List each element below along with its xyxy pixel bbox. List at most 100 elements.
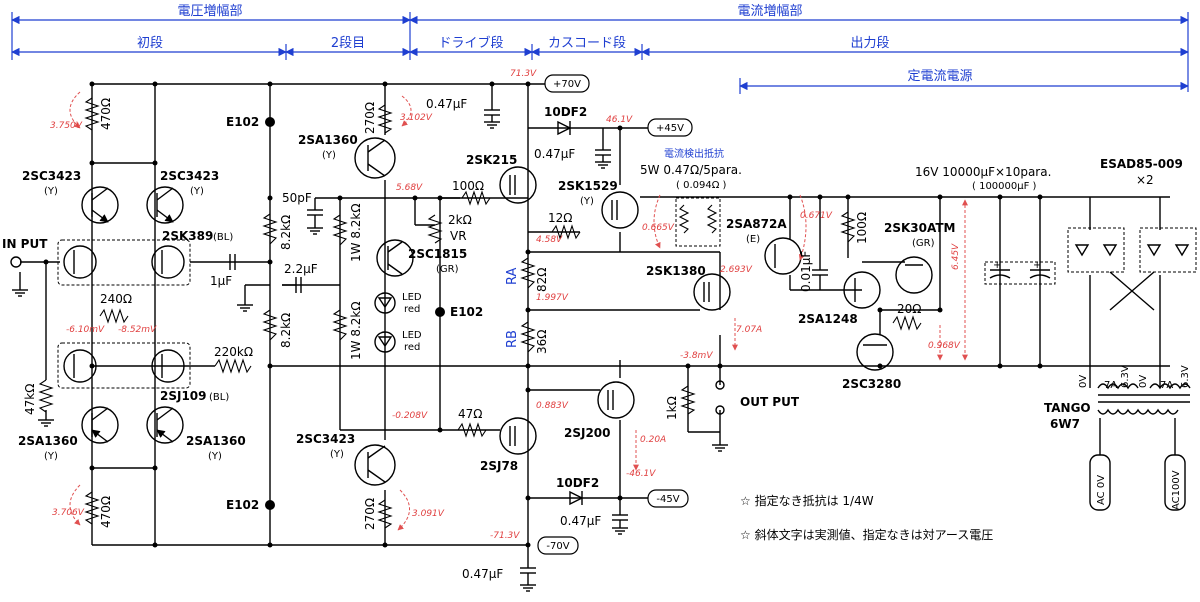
resistors xyxy=(38,97,922,529)
svg-text:+: + xyxy=(1033,260,1041,271)
section-second-stage: 2段目 xyxy=(331,36,365,51)
label-2sk1529: 2SK1529 xyxy=(558,179,618,193)
label-10df2-top: 10DF2 xyxy=(544,105,587,119)
label-tango: TANGO xyxy=(1044,401,1091,415)
value-r1k: 1kΩ xyxy=(665,396,679,420)
label-2sj200: 2SJ200 xyxy=(564,426,611,440)
meas-1997v: 1.997V xyxy=(536,293,569,303)
meas-020a: 0.20A xyxy=(640,435,666,445)
label-tap-0v-r: 0V xyxy=(1138,375,1149,388)
meas-0883v: 0.883V xyxy=(536,401,569,411)
value-c047-m45: 0.47μF xyxy=(560,514,601,528)
section-constant-current: 定電流電源 xyxy=(907,69,972,84)
value-c1u: 1μF xyxy=(210,274,232,288)
label-out-put: OUT PUT xyxy=(740,395,800,409)
value-r47: 47Ω xyxy=(458,407,482,421)
label-2sa1360-bl-rank: (Y) xyxy=(44,451,58,462)
label-cap-bank: 16V 10000μF×10para. xyxy=(915,165,1051,179)
label-tap-63v-l: 6.3V xyxy=(1120,365,1131,388)
label-led-top: LED xyxy=(402,292,422,303)
meas-3102v: 3.102V xyxy=(400,113,433,123)
meas-m0208v: -0.208V xyxy=(392,411,428,421)
e102-top-dot xyxy=(265,117,275,127)
label-2sa872a: 2SA872A xyxy=(726,217,787,231)
section-voltage-amp: 電圧増幅部 xyxy=(177,4,242,19)
label-cap-bank-total: ( 100000μF ) xyxy=(972,181,1037,192)
value-c001: 0.01μF xyxy=(799,251,813,292)
label-in-put: IN PUT xyxy=(2,237,48,251)
meas-3706v: 3.706V xyxy=(52,508,85,518)
svg-text:+: + xyxy=(993,260,1001,271)
meas-568v: 5.68V xyxy=(396,183,423,193)
e102-bot-dot xyxy=(265,500,275,510)
value-r8k2-b: 8.2kΩ xyxy=(279,313,293,348)
note-italic-meaning: ☆ 斜体文字は実測値、指定なきは対アース電圧 xyxy=(740,527,993,542)
label-2sa1248: 2SA1248 xyxy=(798,312,858,326)
value-c2u2: 2.2μF xyxy=(284,262,318,276)
rail-minus-45v: -45V xyxy=(656,494,679,505)
label-e102-mid: E102 xyxy=(450,305,483,319)
label-2sa1360-br: 2SA1360 xyxy=(186,434,246,448)
label-2sa1360-top: 2SA1360 xyxy=(298,133,358,147)
label-2sc3423-left-rank: (Y) xyxy=(44,186,58,197)
section-current-amp: 電流増幅部 xyxy=(737,4,802,19)
rail-plus-70v: +70V xyxy=(553,79,581,90)
value-r36: 36Ω xyxy=(535,330,549,354)
value-r2k-vr: 2kΩ xyxy=(448,213,472,227)
label-tap-7a-l: 7A xyxy=(1104,380,1117,391)
value-r220k: 220kΩ xyxy=(214,345,253,359)
value-r270-bot: 270Ω xyxy=(363,498,377,530)
label-e102-top: E102 xyxy=(226,115,259,129)
value-c047-bot: 0.47μF xyxy=(462,567,503,581)
section-output-stage: 出力段 xyxy=(850,36,889,51)
label-2sc3423-left: 2SC3423 xyxy=(22,169,81,183)
label-2sk30atm: 2SK30ATM xyxy=(884,221,955,235)
measurement-arrows xyxy=(69,91,968,531)
label-2sa872a-rank: (E) xyxy=(746,234,760,245)
label-2sc3423-bot: 2SC3423 xyxy=(296,432,355,446)
note-resistor-default: ☆ 指定なき抵抗は 1/4W xyxy=(740,493,874,508)
meas-645v: 6.45V xyxy=(951,243,961,270)
section-drive-stage: ドライブ段 xyxy=(438,35,503,51)
value-r100b: 100Ω xyxy=(855,212,869,244)
rail-plus-45v: +45V xyxy=(656,123,684,134)
value-ra: RA xyxy=(505,267,520,285)
label-2sa1360-top-rank: (Y) xyxy=(322,150,336,161)
value-rb: RB xyxy=(505,330,520,348)
diodes xyxy=(557,120,1197,506)
output-terminal-bot xyxy=(715,405,725,415)
value-r12: 12Ω xyxy=(548,211,572,225)
value-r270-top: 270Ω xyxy=(363,102,377,134)
value-c50p: 50pF xyxy=(282,191,312,205)
label-2sa1360-br-rank: (Y) xyxy=(208,451,222,462)
junction-dots xyxy=(43,81,1043,548)
label-ac0v: AC 0V xyxy=(1096,475,1107,505)
meas-713v: 71.3V xyxy=(510,69,537,79)
value-r47k: 47kΩ xyxy=(23,384,37,415)
label-2sj78: 2SJ78 xyxy=(480,459,518,473)
section-cascode-stage: カスコード段 xyxy=(548,36,626,51)
ground-symbols xyxy=(12,121,728,592)
label-2sk215: 2SK215 xyxy=(466,153,517,167)
label-2sc1815-rank: (GR) xyxy=(436,264,459,275)
label-2sc3423-right: 2SC3423 xyxy=(160,169,219,183)
label-led-bot: LED xyxy=(402,330,422,341)
transformer xyxy=(1089,366,1191,511)
output-terminal-top xyxy=(715,380,725,390)
label-tap-0v-l: 0V xyxy=(1078,375,1089,388)
label-led-top-color: red xyxy=(404,304,420,315)
label-sense-title: 電流検出抵抗 xyxy=(664,147,724,160)
label-2sk389: 2SK389 xyxy=(162,229,213,243)
value-c047-p45: 0.47μF xyxy=(534,147,575,161)
value-r470-top: 470Ω xyxy=(99,98,113,130)
label-tap-63v-r: 6.3V xyxy=(1180,365,1191,388)
meas-3091v: 3.091V xyxy=(412,509,445,519)
label-2sk30atm-rank: (GR) xyxy=(912,238,935,249)
label-2sc3423-bot-rank: (Y) xyxy=(330,449,344,460)
meas-m852mv: -8.52mV xyxy=(118,325,157,335)
e102-mid-dot xyxy=(435,307,445,317)
label-2sa1360-bl: 2SA1360 xyxy=(18,434,78,448)
label-tango-model: 6W7 xyxy=(1050,417,1080,431)
label-tap-7a-r: 7A xyxy=(1160,380,1173,391)
